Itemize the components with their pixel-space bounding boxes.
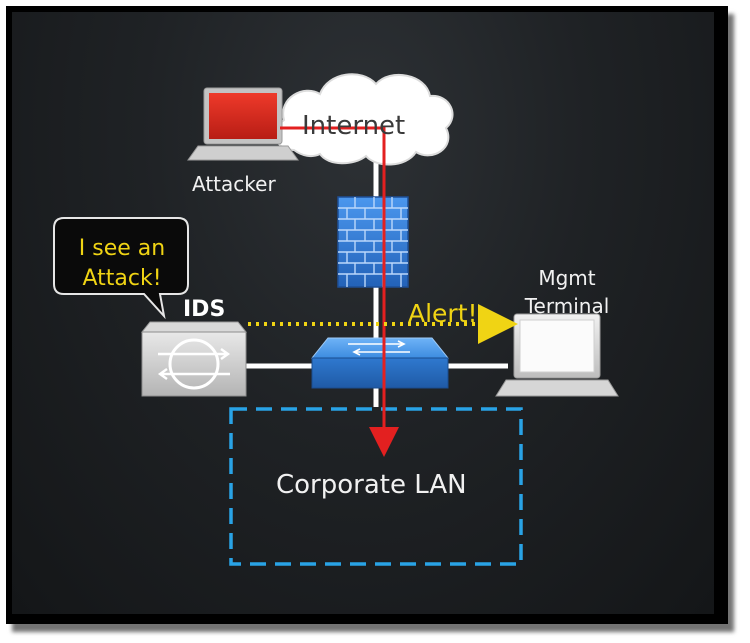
- ids-appliance-icon: [140, 321, 248, 397]
- switch-icon: [310, 337, 450, 389]
- corporate-lan-label: Corporate LAN: [276, 470, 467, 500]
- speech-bubble-text: I see an Attack!: [78, 236, 166, 291]
- firewall-icon: [337, 196, 409, 288]
- alert-label: Alert!: [408, 299, 478, 328]
- attack-path-arrow: [280, 126, 399, 457]
- attacker-label: Attacker: [192, 172, 276, 196]
- network-diagram: Internet Attacker I see an Attack! IDS A…: [12, 12, 714, 614]
- diagram-canvas: [53, 73, 619, 566]
- internet-cloud-icon: [274, 73, 454, 166]
- ids-label: IDS: [183, 297, 226, 322]
- mgmt-terminal-laptop-icon: [495, 313, 619, 397]
- attacker-laptop-icon: [187, 87, 299, 161]
- internet-label: Internet: [302, 111, 406, 141]
- ids-speech-bubble: [53, 217, 189, 320]
- mgmt-terminal-label: Mgmt Terminal: [524, 266, 610, 318]
- corporate-lan-boundary: [229, 407, 523, 566]
